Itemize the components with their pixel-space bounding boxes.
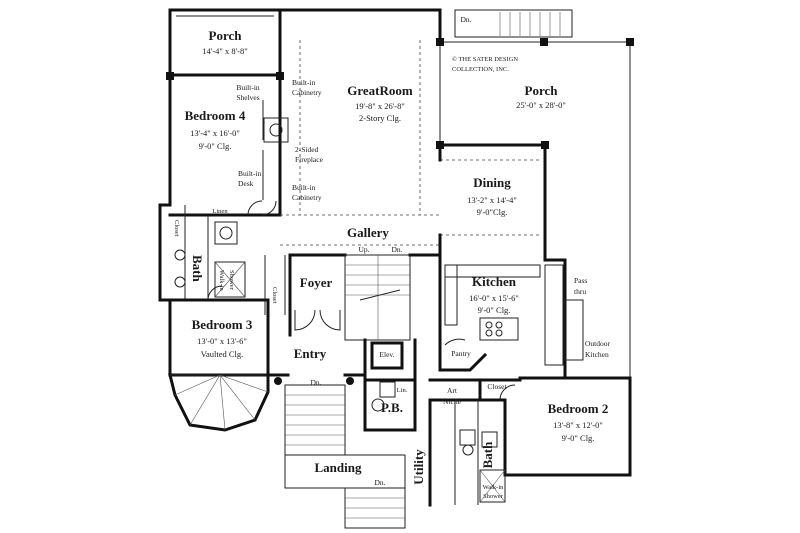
room-bedroom4-ceiling: 9'-0" Clg. xyxy=(199,141,232,151)
label-built-in-cabinetry-bottom-1: Built-in xyxy=(292,183,316,192)
room-bath-left-name: Bath xyxy=(190,255,205,283)
label-art-niche-1: Art xyxy=(447,386,458,395)
room-gallery-name: Gallery xyxy=(347,225,389,240)
copyright-line-1: © THE SATER DESIGN xyxy=(452,56,518,63)
label-linen-left: Linen xyxy=(212,208,228,215)
room-utility-name: Utility xyxy=(411,449,426,485)
label-built-in-cabinetry-bottom-2: Cabinetry xyxy=(292,193,322,202)
room-greatroom-ceiling: 2-Story Clg. xyxy=(359,113,401,123)
room-greatroom-dims: 19'-8" x 26'-8" xyxy=(355,101,405,111)
copyright-note: © THE SATER DESIGN COLLECTION, INC. xyxy=(452,56,518,73)
label-elev: Elev. xyxy=(379,350,394,359)
room-bedroom2-ceiling: 9'-0" Clg. xyxy=(562,433,595,443)
label-built-in-cabinetry-top-1: Built-in xyxy=(292,78,316,87)
room-bedroom4-name: Bedroom 4 xyxy=(185,108,246,123)
label-fireplace-1: 2-Sided xyxy=(295,145,319,154)
room-bath-right-name: Bath xyxy=(480,441,495,469)
label-closet-left: Closet xyxy=(173,220,180,237)
label-built-in-desk-1: Built-in xyxy=(238,169,262,178)
label-pass-thru-1: Pass xyxy=(574,276,587,285)
label-walkin-shower-right-2: Shower xyxy=(483,493,504,500)
label-dn-landing: Dn. xyxy=(374,478,385,487)
label-fireplace-2: Fireplace xyxy=(295,155,324,164)
room-bedroom2-dims: 13'-8" x 12'-0" xyxy=(553,420,603,430)
label-stairs-dn: Dn. xyxy=(391,245,402,254)
label-outdoor-kitchen-2: Kitchen xyxy=(585,350,609,359)
room-porch-right-name: Porch xyxy=(525,83,559,98)
room-entry-name: Entry xyxy=(294,346,327,361)
label-pantry: Pantry xyxy=(451,349,471,358)
room-pb-name: P.B. xyxy=(381,400,403,415)
room-porch-right-dims: 25'-0" x 28'-0" xyxy=(516,100,566,110)
label-walkin-shower-left-1: Walk-in xyxy=(218,270,225,292)
walls xyxy=(158,8,634,529)
room-bedroom3-ceiling: Vaulted Clg. xyxy=(201,349,244,359)
copyright-line-2: COLLECTION, INC. xyxy=(452,66,509,73)
room-dining-name: Dining xyxy=(473,175,511,190)
room-bedroom4-dims: 13'-4" x 16'-0" xyxy=(190,128,240,138)
room-bedroom3-dims: 13'-0" x 13'-6" xyxy=(197,336,247,346)
label-dn-top: Dn. xyxy=(460,15,471,24)
room-kitchen-name: Kitchen xyxy=(472,274,517,289)
label-walkin-shower-right-1: Walk-in xyxy=(483,484,505,491)
room-bedroom2-name: Bedroom 2 xyxy=(548,401,609,416)
label-walkin-shower-left-2: Shower xyxy=(228,270,235,291)
room-bedroom3-name: Bedroom 3 xyxy=(192,317,253,332)
label-dn-entry: Dn. xyxy=(310,378,321,387)
room-porch-top-name: Porch xyxy=(209,28,243,43)
label-art-niche-2: Niche xyxy=(443,397,462,406)
room-porch-top-dims: 14'-4" x 8'-8" xyxy=(202,46,247,56)
label-outdoor-kitchen-1: Outdoor xyxy=(585,339,611,348)
label-stairs-up: Up. xyxy=(358,245,369,254)
label-built-in-shelves-2: Shelves xyxy=(236,93,259,102)
label-built-in-cabinetry-top-2: Cabinetry xyxy=(292,88,322,97)
room-greatroom-name: GreatRoom xyxy=(347,83,413,98)
room-dining-dims: 13'-2" x 14'-4" xyxy=(467,195,517,205)
room-landing-name: Landing xyxy=(315,460,362,475)
label-closet-bed3: Closet xyxy=(271,287,278,304)
label-linen-pb: Lin. xyxy=(397,387,408,394)
label-pass-thru-2: thru xyxy=(574,287,586,296)
room-foyer-name: Foyer xyxy=(300,275,333,290)
room-kitchen-dims: 16'-0" x 15'-6" xyxy=(469,293,519,303)
label-closet-bed2: Closet xyxy=(487,382,507,391)
label-built-in-desk-2: Desk xyxy=(238,179,254,188)
label-built-in-shelves-1: Built-in xyxy=(236,83,260,92)
room-dining-ceiling: 9'-0"Clg. xyxy=(477,207,508,217)
room-kitchen-ceiling: 9'-0" Clg. xyxy=(478,305,511,315)
